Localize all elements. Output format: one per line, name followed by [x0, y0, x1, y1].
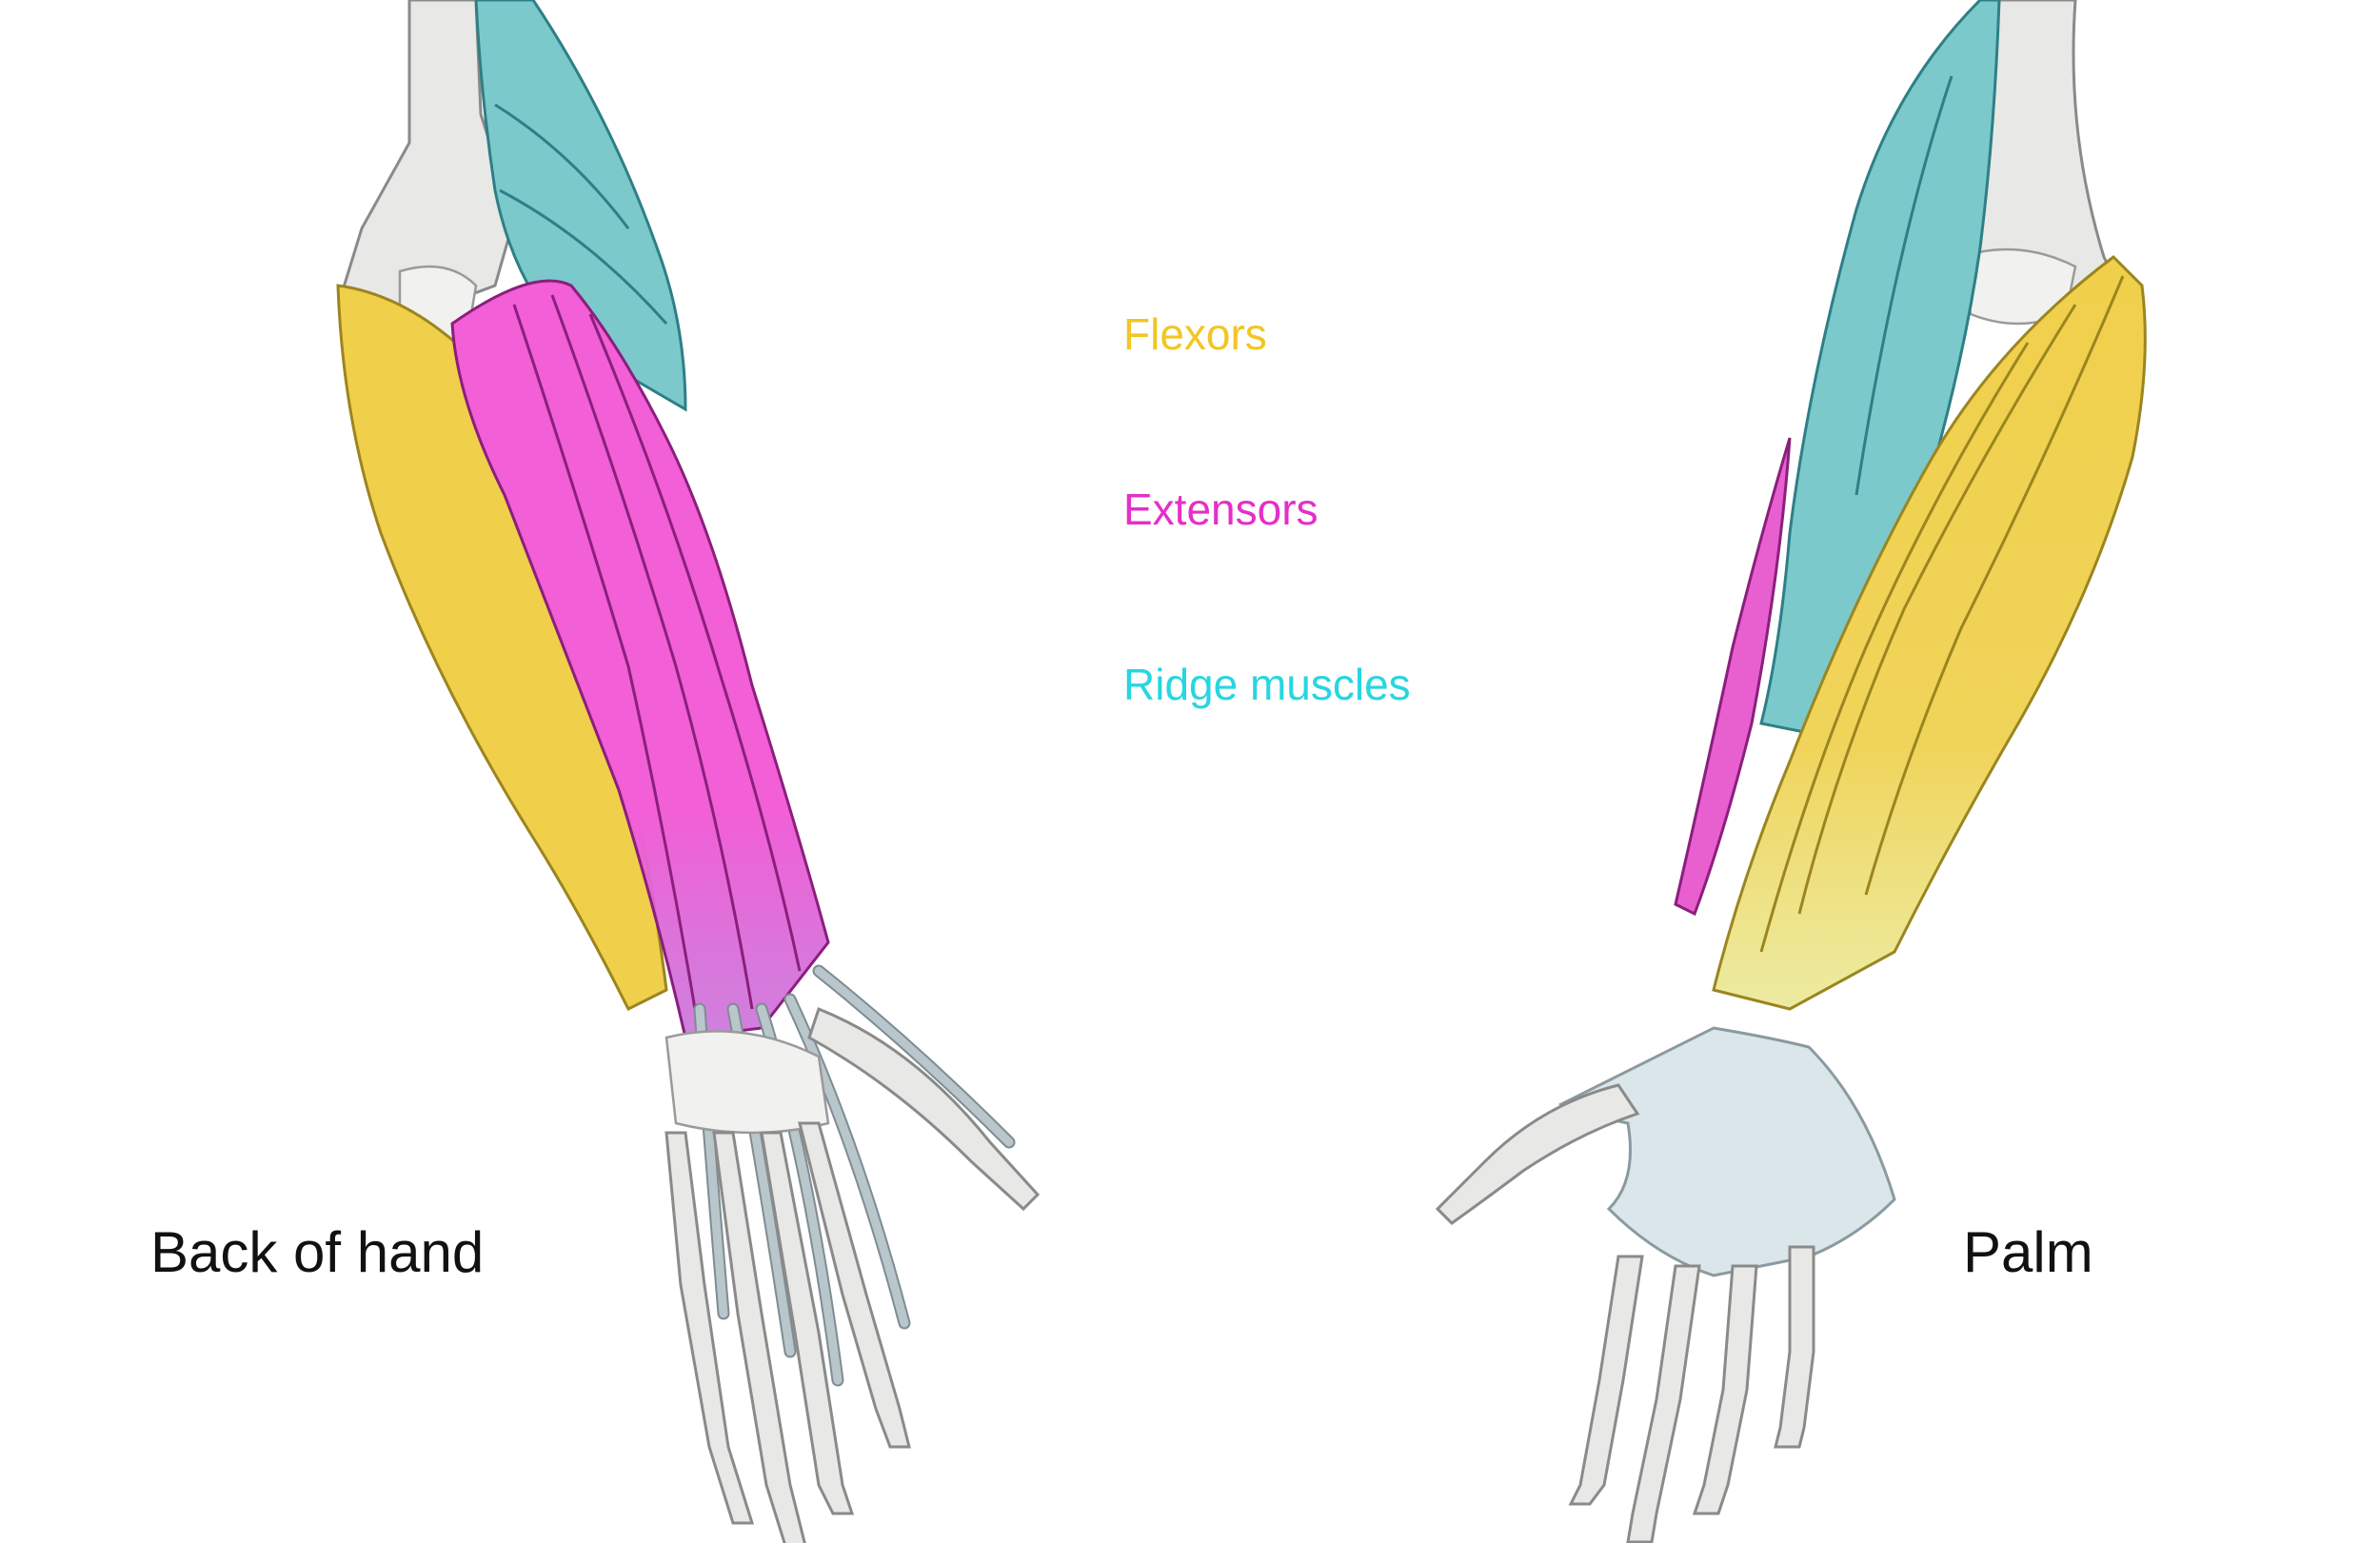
extensor-muscle-palm — [1674, 437, 1792, 917]
ridge-muscle-palm — [1759, 0, 2001, 735]
legend-flexors: Flexors — [1123, 309, 1267, 359]
label-back-of-hand: Back of hand — [150, 1220, 485, 1284]
palm-hand-bones — [1435, 1083, 1815, 1543]
palm-arm — [1435, 0, 2147, 1543]
back-hand-bones — [664, 1007, 1041, 1543]
legend-extensors: Extensors — [1123, 485, 1319, 534]
extensor-muscle-back — [450, 279, 830, 1039]
flexor-muscle-palm — [1712, 255, 2147, 1011]
label-palm: Palm — [1963, 1220, 2093, 1284]
ridge-muscle-back — [474, 0, 687, 412]
palmar-aponeurosis — [1557, 1026, 1896, 1277]
legend-ridge-muscles: Ridge muscles — [1123, 660, 1411, 709]
back-of-hand-arm — [336, 0, 1041, 1543]
